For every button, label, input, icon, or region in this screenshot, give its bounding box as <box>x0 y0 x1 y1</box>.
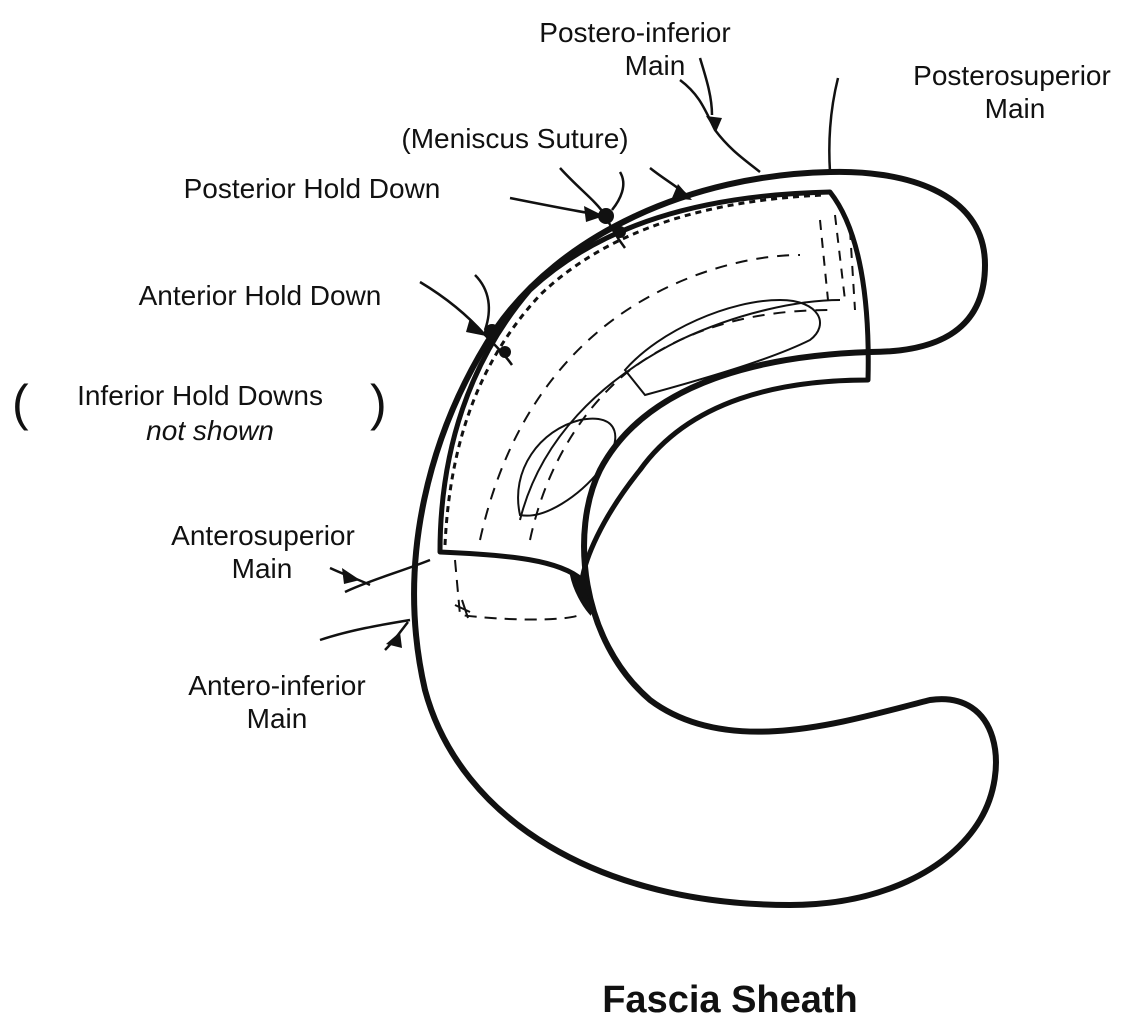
arrow-anterior-hold-down <box>466 318 486 336</box>
label-postero-inferior-main-1: Postero-inferior <box>539 17 730 48</box>
label-antero-inferior-main-2: Main <box>247 703 308 734</box>
posterosuperior-suture <box>829 78 838 172</box>
arrow-anterosuperior <box>342 568 360 584</box>
sutured-edge <box>445 195 825 545</box>
paren-left: ( <box>12 375 29 431</box>
label-antero-inferior-main-1: Antero-inferior <box>188 670 365 701</box>
label-postero-inferior-main-2: Main <box>625 50 686 81</box>
label-inferior-hold-downs-2: not shown <box>146 415 274 446</box>
label-posterosuperior-main-1: Posterosuperior <box>913 60 1111 91</box>
postero-inferior-suture <box>680 80 760 172</box>
label-posterosuperior-main-2: Main <box>985 93 1046 124</box>
meniscus-graft-outline <box>440 192 868 580</box>
label-anterior-hold-down: Anterior Hold Down <box>139 280 382 311</box>
paren-right: ) <box>370 375 387 431</box>
label-anterosuperior-main-2: Main <box>232 553 293 584</box>
label-anterosuperior-main-1: Anterosuperior <box>171 520 355 551</box>
label-fascia-sheath: Fascia Sheath <box>602 979 858 1021</box>
label-meniscus-suture: (Meniscus Suture) <box>401 123 628 154</box>
fascia-sheath-outline <box>414 172 996 905</box>
label-inferior-hold-downs-1: Inferior Hold Downs <box>77 380 323 411</box>
label-posterior-hold-down: Posterior Hold Down <box>184 173 441 204</box>
